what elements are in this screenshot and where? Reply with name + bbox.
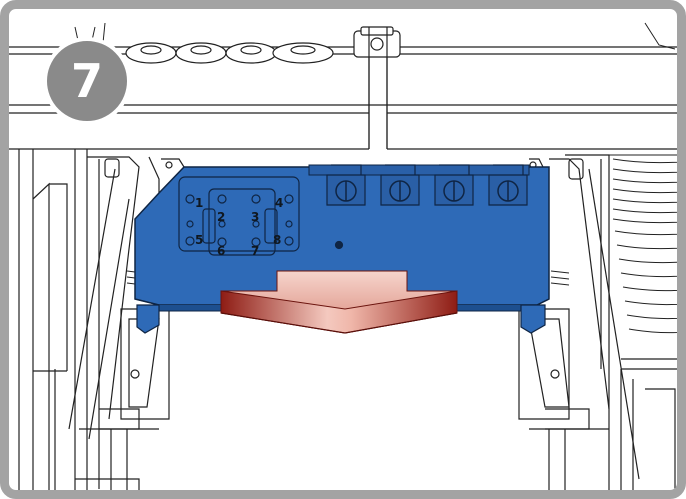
top-clamp	[353, 26, 401, 149]
terminal-label-3: 3	[251, 210, 259, 224]
terminal-label-4: 4	[275, 196, 283, 210]
cover-feet	[136, 304, 546, 334]
cooling-fins	[609, 154, 677, 334]
connector-row	[125, 42, 334, 64]
step-number-badge: 7	[43, 37, 131, 125]
terminal-screws	[185, 194, 344, 250]
terminal-label-5: 5	[195, 233, 203, 247]
terminal-block	[178, 176, 300, 256]
terminal-label-6: 6	[217, 244, 225, 258]
terminal-label-2: 2	[217, 210, 225, 224]
left-frame	[18, 149, 185, 490]
terminal-labels: 1 2 3 4 5 6 7 8	[195, 196, 283, 258]
cable-gland-icons	[335, 180, 519, 202]
right-frame	[518, 154, 677, 490]
terminal-label-7: 7	[251, 244, 259, 258]
assembly-diagram: 1 2 3 4 5 6 7 8	[9, 22, 677, 490]
removal-arrow	[220, 270, 458, 334]
terminal-label-8: 8	[273, 233, 281, 247]
terminal-label-1: 1	[195, 196, 203, 210]
